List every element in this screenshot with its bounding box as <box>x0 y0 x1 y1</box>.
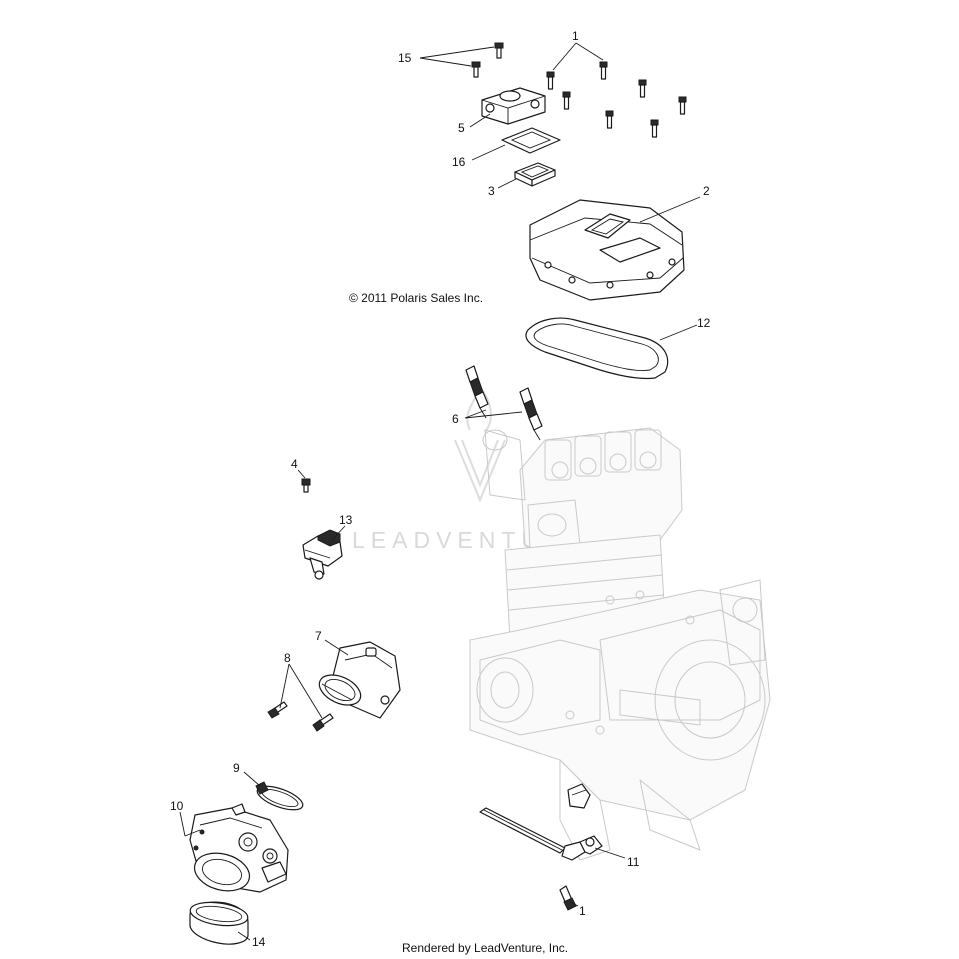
valve-spring-2 <box>579 457 597 475</box>
callout-label: 5 <box>458 121 465 135</box>
part-10-throttle-body <box>189 803 289 893</box>
starter-housing <box>479 639 601 736</box>
callout-11: 11 <box>594 847 640 869</box>
intake-port-opening <box>482 429 508 451</box>
part-12-gasket <box>525 317 669 380</box>
callout-14: 14 <box>237 931 266 949</box>
spark-plug <box>465 365 489 419</box>
callout-6: 6 <box>452 409 523 426</box>
callout-label: 12 <box>697 316 711 330</box>
engine-bolt <box>635 590 645 600</box>
bolt <box>546 71 555 90</box>
spark-plug <box>519 387 543 441</box>
screw <box>494 42 504 59</box>
clutch-cover-inner <box>674 661 746 739</box>
drive-housing <box>639 779 701 851</box>
callout-12: 12 <box>659 316 711 341</box>
rocker-3 <box>604 431 632 473</box>
callout-label: 3 <box>488 184 495 198</box>
valve-spring-4 <box>639 451 657 469</box>
engine-bolt <box>595 725 605 735</box>
callout-label: 13 <box>339 513 353 527</box>
rocker-4 <box>634 429 662 471</box>
callout-label: 14 <box>252 935 266 949</box>
callout-9: 9 <box>233 761 261 787</box>
part-5-breather-cover <box>481 87 546 125</box>
watermark-logo-icon <box>454 439 506 503</box>
rendered-by-caption: Rendered by LeadVenture, Inc. <box>402 941 568 955</box>
part-8-bolts <box>267 701 334 732</box>
callout-label: 4 <box>291 457 298 471</box>
callout-label: 10 <box>170 799 184 813</box>
bolt <box>650 119 659 138</box>
oil-filter-housing <box>719 579 766 666</box>
callout-8: 8 <box>279 651 323 719</box>
callout-1-bottom: 1 <box>569 901 586 918</box>
callout-3: 3 <box>488 178 517 198</box>
callout-label: 1 <box>579 904 586 918</box>
rocker-2 <box>574 435 602 477</box>
callout-13: 13 <box>331 513 353 541</box>
screw <box>471 61 481 78</box>
callout-7: 7 <box>315 629 349 656</box>
callout-label: 6 <box>452 412 459 426</box>
part-9-clamp <box>255 781 304 811</box>
callout-label: 8 <box>284 651 291 665</box>
callout-label: 2 <box>703 184 710 198</box>
engine-bolt <box>685 615 695 625</box>
oil-pan <box>559 759 611 861</box>
part-16-gasket <box>501 127 561 154</box>
callout-5: 5 <box>458 113 491 135</box>
callout-label: 1 <box>572 29 579 43</box>
callout-16: 16 <box>452 144 506 169</box>
valve-spring-1 <box>551 461 569 479</box>
part-14-boot <box>189 901 249 945</box>
callout-2: 2 <box>639 184 710 223</box>
starter-hub <box>490 671 520 709</box>
copyright-caption: © 2011 Polaris Sales Inc. <box>349 291 483 305</box>
part-3-baffle <box>514 162 556 187</box>
callout-label: 9 <box>233 761 240 775</box>
oil-filter-cap <box>732 597 758 623</box>
bolt <box>312 713 334 732</box>
bolt <box>638 79 647 98</box>
valve-spring-3 <box>609 453 627 471</box>
callout-label: 15 <box>398 51 412 65</box>
part-15-screws <box>471 42 504 78</box>
part-2-valve-cover <box>529 199 685 301</box>
part-13-sensor <box>302 529 343 580</box>
bolt <box>605 110 614 129</box>
engine-block <box>469 427 771 861</box>
bolt <box>678 96 687 115</box>
part-6-spark-plugs <box>465 365 543 441</box>
part-1-cover-bolts <box>546 61 687 138</box>
callout-4: 4 <box>291 457 306 479</box>
engine-bolt <box>605 595 615 605</box>
intake-port <box>484 429 526 501</box>
cylinder-fins <box>506 554 665 611</box>
clutch-cover <box>654 639 766 761</box>
engine-bolt <box>565 710 575 720</box>
part-7-intake-adapter <box>318 641 401 719</box>
crankcase-cover <box>599 609 761 721</box>
bolt <box>267 701 288 719</box>
bolt <box>562 91 571 110</box>
callout-1-top: 1 <box>552 29 604 71</box>
exhaust-port-opening <box>537 513 567 537</box>
callout-label: 7 <box>315 629 322 643</box>
rocker-1 <box>544 439 572 481</box>
callout-15: 15 <box>398 46 495 67</box>
callout-label: 11 <box>627 855 640 869</box>
starter-end <box>476 657 534 723</box>
bolt <box>599 61 608 80</box>
callout-10: 10 <box>170 799 201 837</box>
part-11-speed-sensor <box>479 783 603 861</box>
output-shaft <box>619 689 701 726</box>
part-4-screw <box>301 478 311 493</box>
callout-label: 16 <box>452 155 466 169</box>
part-1-sensor-bolt <box>559 885 577 911</box>
